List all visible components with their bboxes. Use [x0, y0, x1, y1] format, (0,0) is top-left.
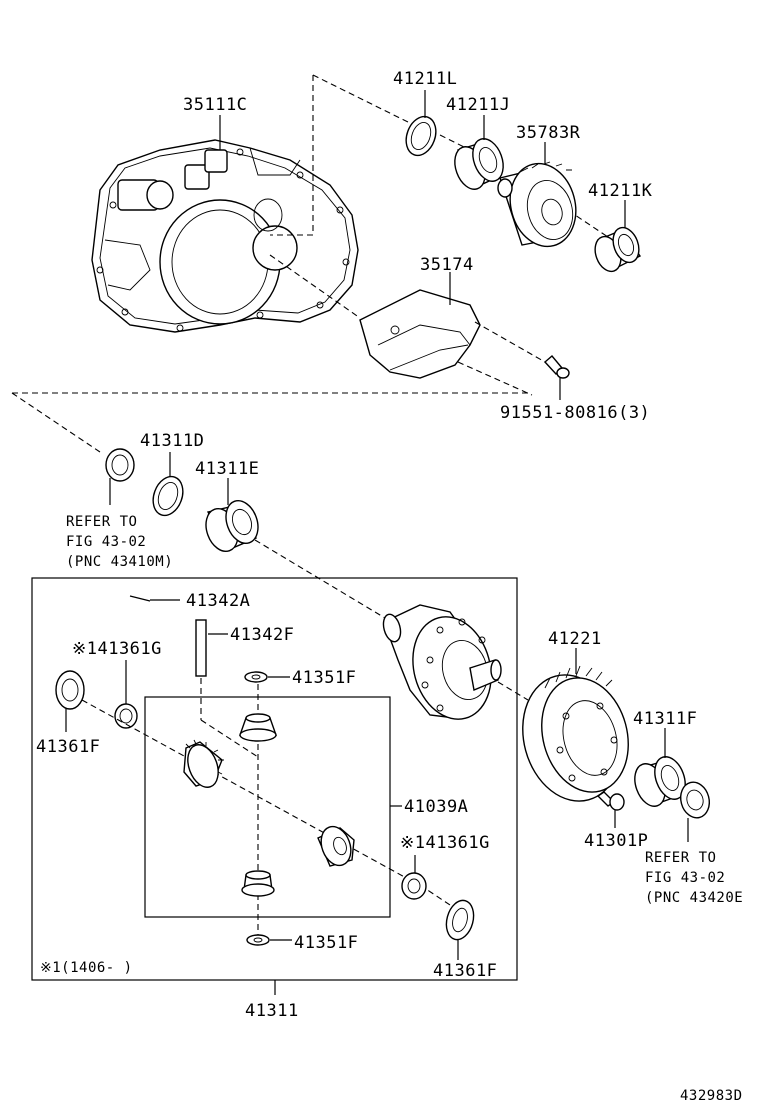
label-41342F: 41342F	[230, 625, 294, 645]
label-91551: 91551-80816(3)	[500, 403, 650, 423]
cover-35174[interactable]	[359, 289, 481, 379]
label-35174: 35174	[420, 255, 474, 275]
label-41361G-top: ※141361G	[72, 639, 162, 659]
applicability-note: ※1(1406- )	[40, 960, 133, 976]
side-gear-right[interactable]	[316, 822, 356, 869]
label-41351F-top: 41351F	[292, 668, 356, 688]
diagram-id: 432983D	[680, 1088, 743, 1104]
label-41211K: 41211K	[588, 181, 653, 201]
refer-note-right-line3: (PNC 43420E	[645, 890, 743, 906]
bearing-41211J[interactable]	[449, 135, 508, 194]
label-41211L: 41211L	[393, 69, 457, 89]
label-41221: 41221	[548, 629, 602, 649]
bearing-41211K[interactable]	[591, 224, 644, 275]
pinion-gear-bottom[interactable]	[241, 870, 275, 897]
label-41301P: 41301P	[584, 831, 648, 851]
refer-note-left-line3: (PNC 43410M)	[66, 554, 173, 570]
label-41342A: 41342A	[186, 591, 250, 611]
washer-41351F-bottom[interactable]	[246, 934, 270, 946]
label-41311E: 41311E	[195, 459, 259, 479]
label-41351F-bottom: 41351F	[294, 933, 358, 953]
transaxle-case-drawing[interactable]	[91, 139, 359, 333]
refer-note-right-line2: FIG 43-02	[645, 870, 725, 886]
thrust-washer-41361G-right[interactable]	[401, 872, 427, 900]
label-35783R: 35783R	[516, 123, 581, 143]
thrust-washer-41361G-left[interactable]	[114, 703, 138, 729]
oil-seal-41211L[interactable]	[401, 112, 441, 159]
label-41361F-bottom: 41361F	[433, 961, 497, 981]
label-41039A: 41039A	[404, 797, 468, 817]
oil-seal-41311D[interactable]	[105, 448, 135, 482]
label-41361F-left: 41361F	[36, 737, 100, 757]
label-41311F: 41311F	[633, 709, 697, 729]
washer-41351F-top[interactable]	[244, 671, 268, 683]
assembly-41039A-box	[144, 696, 391, 918]
label-41311: 41311	[245, 1001, 299, 1021]
gear-35783R[interactable]	[497, 156, 585, 254]
pinion-gear-top[interactable]	[239, 713, 277, 742]
pinion-shaft-41342F[interactable]	[195, 619, 207, 677]
bearing-41311E[interactable]	[200, 496, 263, 556]
shim-ring[interactable]	[148, 472, 188, 519]
bolt-91551[interactable]	[543, 355, 570, 379]
label-41361G-bottom: ※141361G	[400, 833, 490, 853]
oil-seal-right[interactable]	[677, 779, 713, 821]
refer-note-left-line1: REFER TO	[66, 514, 137, 530]
differential-case[interactable]	[381, 604, 503, 728]
side-gear-left[interactable]	[182, 739, 224, 791]
refer-note-left-line2: FIG 43-02	[66, 534, 146, 550]
oil-seal-41361F-right[interactable]	[442, 897, 477, 942]
label-41311D: 41311D	[140, 431, 204, 451]
label-35111C: 35111C	[183, 95, 247, 115]
oil-seal-41361F-left[interactable]	[55, 670, 85, 710]
label-41211J: 41211J	[446, 95, 510, 115]
refer-note-right-line1: REFER TO	[645, 850, 716, 866]
bolt-41301P[interactable]	[596, 791, 625, 811]
ring-gear-41221[interactable]	[509, 664, 641, 812]
